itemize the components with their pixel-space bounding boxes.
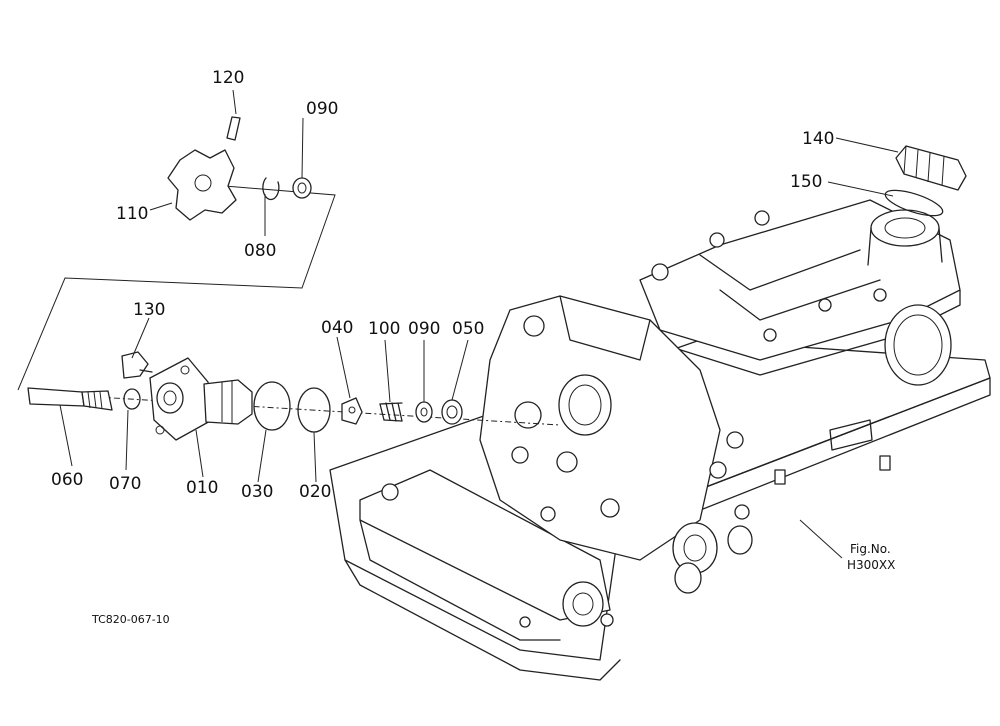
hydraulic-housing [329,199,991,681]
part-150-o-ring [884,189,944,217]
part-110-knob [167,149,237,221]
subassembly-frame [17,185,336,391]
part-140-filler-cap [895,145,967,191]
part-070-o-ring [123,388,141,410]
part-060-valve-stem [27,387,113,411]
leader-lines [59,89,899,559]
label-part-120: 120 [212,68,244,88]
part-030-o-ring [253,381,291,431]
drawing-code: TC820-067-10 [91,613,170,626]
label-part-010: 010 [186,478,218,498]
label-part-100: 100 [368,319,400,339]
assembly-centerline [29,392,561,426]
part-040-poppet [341,397,363,425]
label-part-080: 080 [244,241,276,261]
figure-number-label: Fig.No. [850,542,891,556]
label-part-110: 110 [116,204,148,224]
part-050-seat [441,399,463,425]
part-100-spring [379,402,403,422]
label-part-060: 060 [51,470,83,490]
label-part-150: 150 [790,172,822,192]
figure-number-value: H300XX [847,558,895,572]
label-part-070: 070 [109,474,141,494]
label-part-090-upper: 090 [306,99,338,119]
part-080-snap-ring [262,177,280,201]
label-part-030: 030 [241,482,273,502]
part-090-washer-second [415,401,433,423]
label-part-140: 140 [802,129,834,149]
part-090-washer [292,177,312,199]
part-120-roll-pin [226,116,241,141]
label-part-130: 130 [133,300,165,320]
part-010-valve-body [149,357,253,441]
label-part-090-middle: 090 [408,319,440,339]
label-part-040: 040 [321,318,353,338]
part-130-plug [121,351,153,379]
label-part-050: 050 [452,319,484,339]
label-part-020: 020 [299,482,331,502]
